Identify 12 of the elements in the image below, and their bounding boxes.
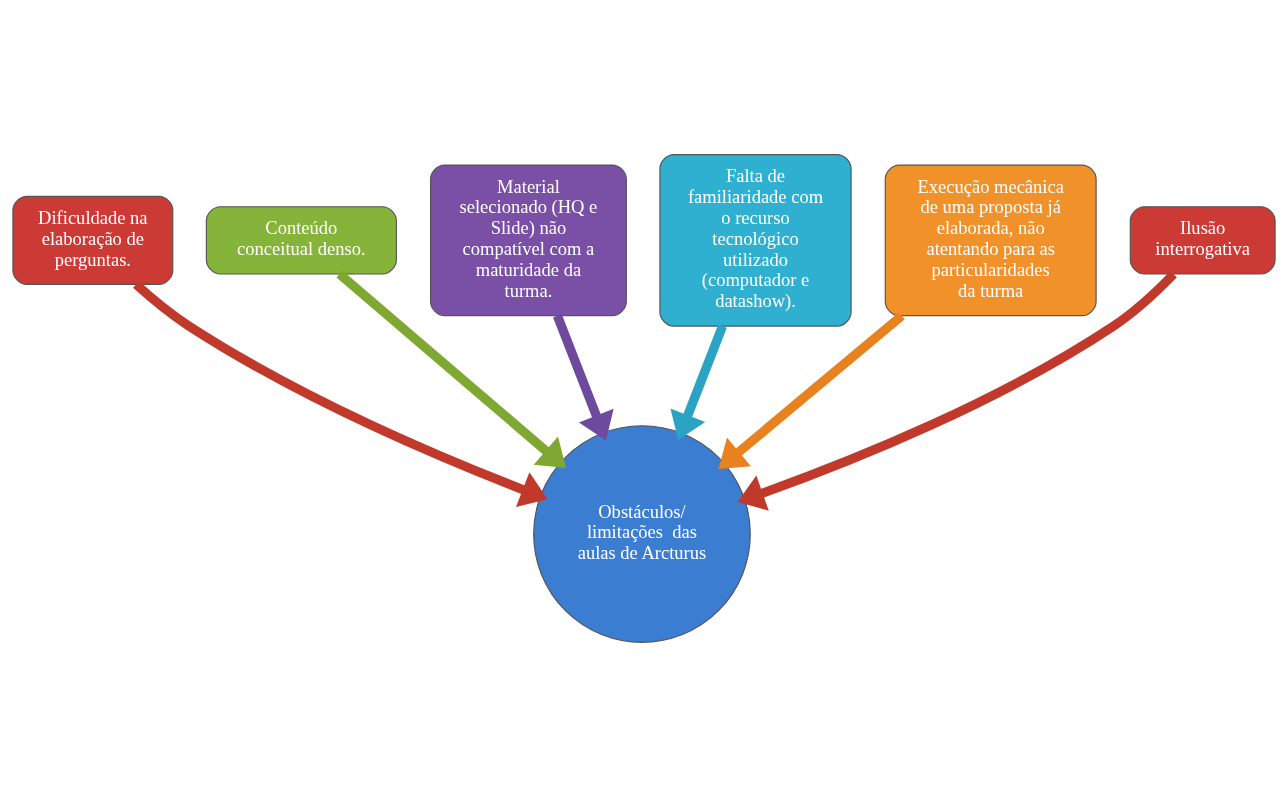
arrow xyxy=(670,324,727,440)
node-box: Dificuldade na elaboração de perguntas. xyxy=(12,195,174,285)
arrow xyxy=(336,270,567,468)
node-box: Ilusão interrogativa xyxy=(1129,205,1276,275)
arrow xyxy=(737,270,1177,511)
arrow xyxy=(553,313,614,440)
arrow xyxy=(718,311,905,469)
node-box: Conteúdo conceitual denso. xyxy=(205,205,397,275)
arrow xyxy=(133,280,548,507)
node-box: Material selecionado (HQ e Slide) não compatível com a maturidade da turma. xyxy=(429,164,627,316)
node-box: Falta de familiaridade com o recurso tecnológico utilizado (computador e datashow). xyxy=(659,153,852,327)
node-box: Execução mecânica de uma proposta já elaborada, não atentando para as particularidades da turma xyxy=(884,164,1097,316)
